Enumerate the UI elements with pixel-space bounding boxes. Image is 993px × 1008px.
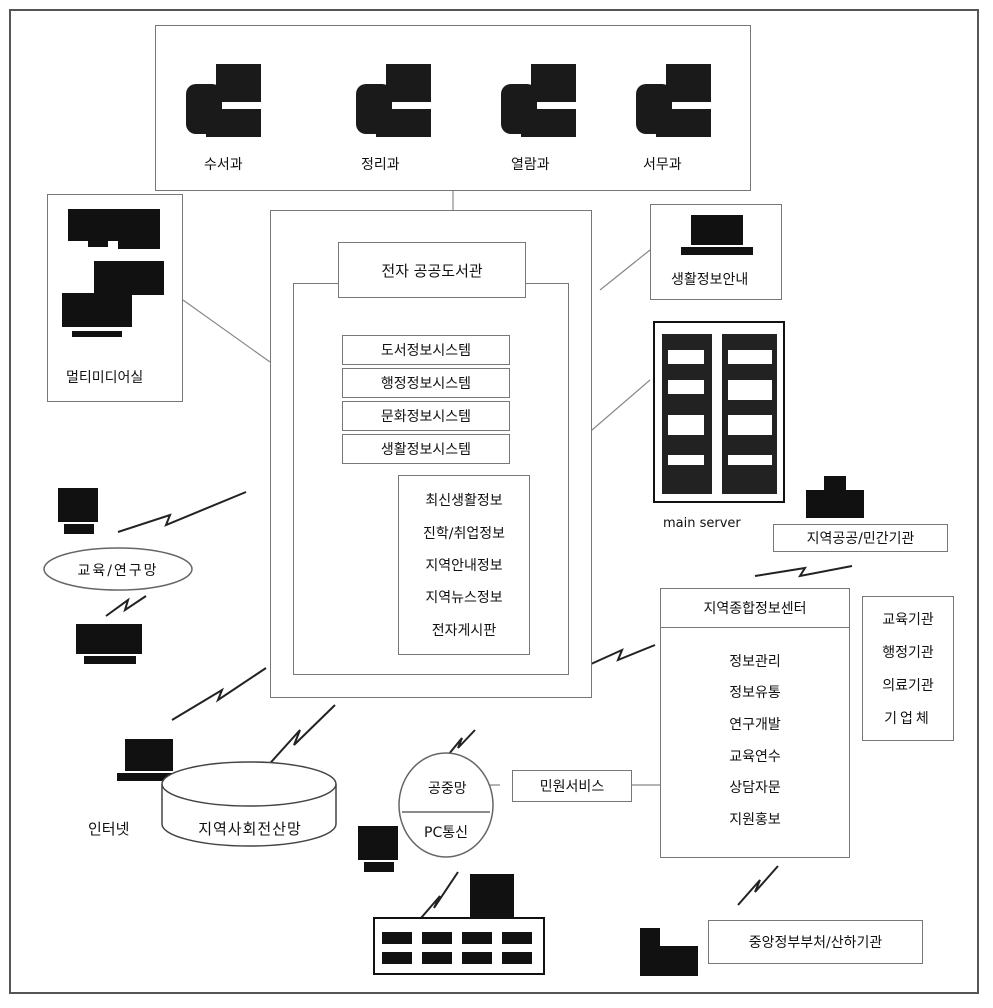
- lightning-bolt-icon: [171, 667, 267, 721]
- workstation-icon: [636, 64, 711, 137]
- center-item: 연구개발: [729, 717, 781, 734]
- institution-item: 기업체: [884, 710, 932, 727]
- government-building-icon: [640, 928, 698, 976]
- monitor-icon: [681, 215, 753, 255]
- multimedia-link-line: [182, 299, 271, 363]
- institution-item: 교육기관: [882, 612, 934, 629]
- info-item: 전자게시판: [431, 622, 497, 639]
- regional-public-label: 지역공공/민간기관: [806, 531, 915, 547]
- center-item: 교육연수: [729, 748, 781, 765]
- lightning-bolt-icon: [754, 565, 853, 578]
- system-item-label: 문화정보시스템: [380, 409, 472, 425]
- main-server-label: main server: [663, 516, 741, 531]
- system-item: 생활정보시스템: [342, 434, 510, 464]
- dept-label: 열람과: [511, 157, 550, 173]
- public-net-ellipse: [398, 752, 494, 858]
- institutions-panel: 교육기관 행정기관 의료기관 기업체: [862, 596, 954, 741]
- workstation-icon: [186, 64, 261, 137]
- central-gov-label: 중앙정부부처/산하기관: [748, 935, 883, 951]
- community-net-cylinder: [161, 761, 337, 847]
- lightning-bolt-icon: [263, 704, 336, 771]
- system-item-label: 도서정보시스템: [380, 343, 472, 359]
- system-item: 문화정보시스템: [342, 401, 510, 431]
- info-item: 지역안내정보: [425, 557, 503, 574]
- pc-comm-label: PC통신: [424, 825, 468, 841]
- multimedia-computers-icon: [62, 209, 164, 337]
- department-panel: 수서과 정리과 열람과 서무과: [155, 25, 751, 191]
- workstation-illustrations: [186, 64, 711, 137]
- system-list: 도서정보시스템 행정정보시스템 문화정보시스템 생활정보시스템: [342, 335, 510, 464]
- info-center-title: 지역종합정보센터: [660, 588, 850, 628]
- info-center-panel: [660, 588, 850, 858]
- lightning-bolt-icon: [443, 729, 476, 761]
- laptop-icon: [117, 739, 181, 781]
- city-buildings-icon: [373, 874, 545, 975]
- living-info-link-line: [599, 249, 651, 291]
- center-item: 상담자문: [729, 780, 781, 797]
- central-gov-box: 중앙정부부처/산하기관: [708, 920, 923, 964]
- institution-item: 행정기관: [882, 645, 934, 662]
- info-item: 진학/취업정보: [423, 525, 505, 542]
- community-net-label: 지역사회전산망: [198, 820, 302, 838]
- system-item: 행정정보시스템: [342, 368, 510, 398]
- edu-net-label: 교육/연구망: [77, 563, 159, 579]
- dept-label: 서무과: [643, 157, 682, 173]
- lightning-bolt-icon: [590, 644, 656, 665]
- workstation-icon: [358, 826, 398, 872]
- lightning-bolt-icon: [414, 871, 459, 926]
- multimedia-label: 멀티미디어실: [66, 370, 144, 386]
- info-item: 최신생활정보: [425, 493, 503, 510]
- e-library-title-text: 전자 공공도서관: [381, 261, 483, 280]
- workstation-icon: [356, 64, 431, 137]
- main-server-icon: [653, 321, 785, 503]
- dept-label: 정리과: [361, 157, 400, 173]
- workstation-icon: [501, 64, 576, 137]
- edu-net-ellipse: [43, 547, 193, 591]
- building-icon: [806, 476, 864, 518]
- dept-label: 수서과: [204, 157, 243, 173]
- monitor-icon: [76, 624, 142, 664]
- diagram-frame: [9, 9, 979, 994]
- center-item: 지원홍보: [729, 812, 781, 829]
- system-item-label: 생활정보시스템: [380, 442, 472, 458]
- info-item: 지역뉴스정보: [425, 590, 503, 607]
- workstation-icon: [58, 488, 98, 534]
- life-info-list: 최신생활정보 진학/취업정보 지역안내정보 지역뉴스정보 전자게시판: [398, 475, 530, 655]
- lightning-bolt-icon: [117, 491, 247, 533]
- e-library-title: 전자 공공도서관: [338, 242, 526, 298]
- info-center-title-text: 지역종합정보센터: [703, 601, 807, 617]
- public-net-label: 공중망: [428, 781, 467, 797]
- institution-item: 의료기관: [882, 677, 934, 694]
- regional-public-box: 지역공공/민간기관: [773, 524, 948, 552]
- living-info-label: 생활정보안내: [671, 272, 749, 288]
- center-item: 정보유통: [729, 685, 781, 702]
- center-item: 정보관리: [729, 653, 781, 670]
- civil-service-box: 민원서비스: [512, 770, 632, 802]
- internet-label: 인터넷: [88, 820, 130, 838]
- lightning-bolt-icon: [105, 595, 147, 617]
- server-link-line: [591, 379, 651, 431]
- lightning-bolt-icon: [737, 865, 779, 906]
- civil-service-label: 민원서비스: [539, 779, 605, 795]
- system-item: 도서정보시스템: [342, 335, 510, 365]
- info-center-list: 정보관리 정보유통 연구개발 교육연수 상담자문 지원홍보: [660, 645, 850, 835]
- living-info-panel: 생활정보안내: [650, 204, 782, 300]
- multimedia-room-panel: 멀티미디어실: [47, 194, 183, 402]
- system-item-label: 행정정보시스템: [380, 376, 472, 392]
